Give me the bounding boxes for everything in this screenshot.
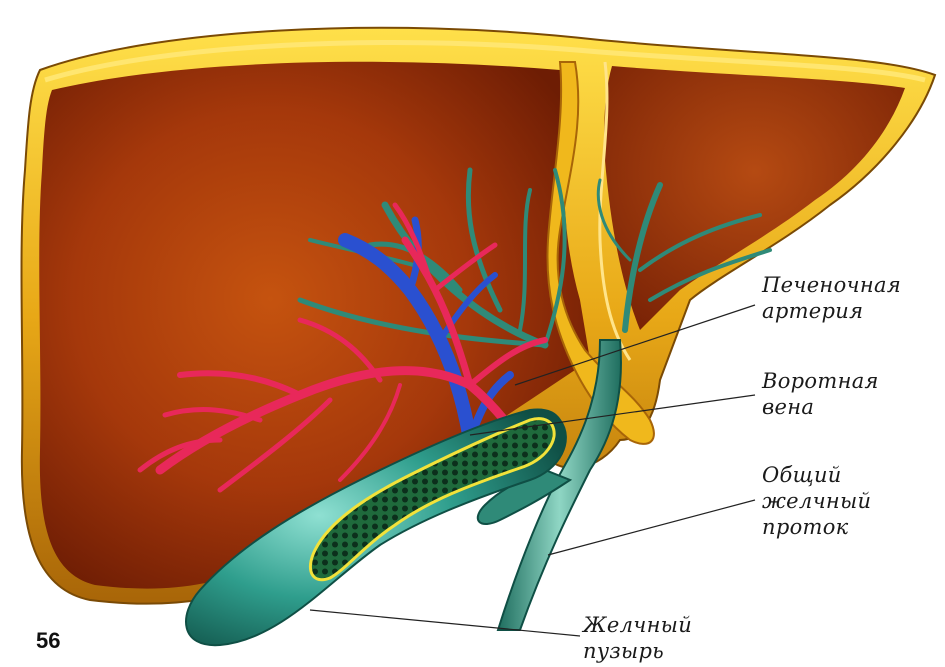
label-hepatic-artery-line1: Печеночная [762, 272, 901, 298]
leader-common-bile-duct [548, 500, 755, 555]
label-gallbladder-line2: пузырь [583, 638, 692, 664]
label-portal-vein: Воротная вена [762, 368, 879, 420]
label-common-bile-duct-line2: желчный [762, 488, 871, 514]
label-hepatic-artery: Печеночная артерия [762, 272, 901, 324]
label-common-bile-duct: Общий желчный проток [762, 462, 871, 540]
label-hepatic-artery-line2: артерия [762, 298, 901, 324]
label-portal-vein-line2: вена [762, 394, 879, 420]
label-common-bile-duct-line1: Общий [762, 462, 871, 488]
label-gallbladder-line1: Желчный [583, 612, 692, 638]
leader-gallbladder [310, 610, 580, 636]
label-portal-vein-line1: Воротная [762, 368, 879, 394]
label-common-bile-duct-line3: проток [762, 514, 871, 540]
label-gallbladder: Желчный пузырь [583, 612, 692, 664]
page-number: 56 [36, 628, 60, 654]
